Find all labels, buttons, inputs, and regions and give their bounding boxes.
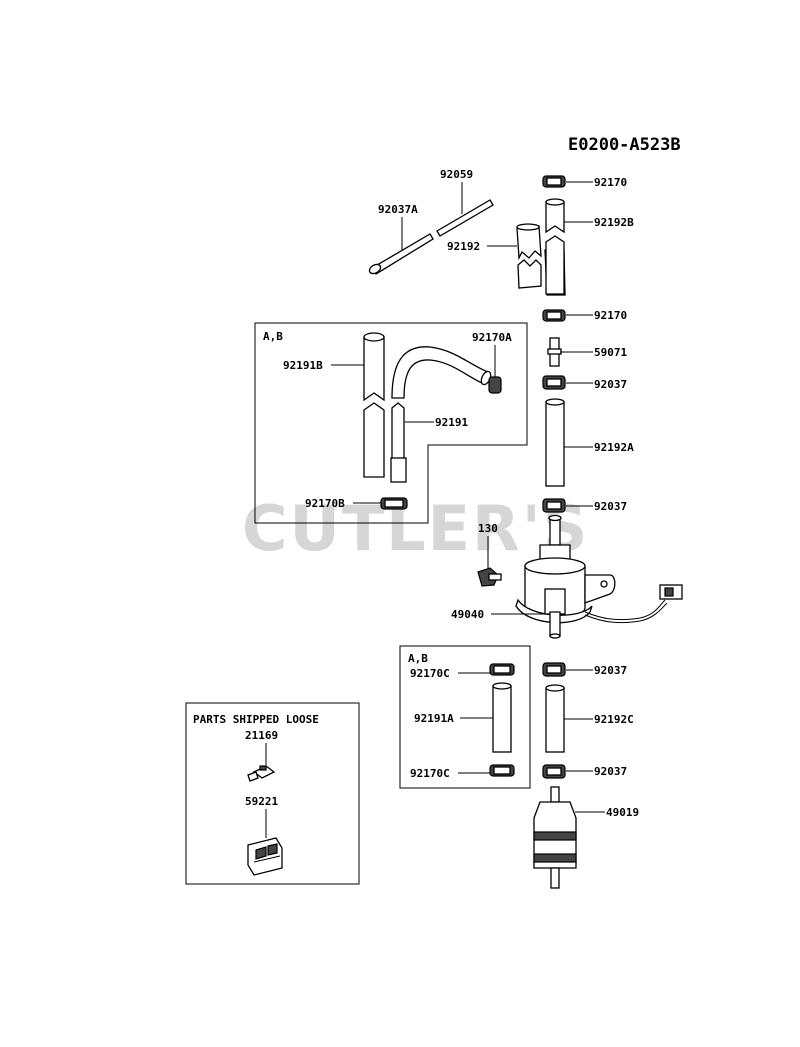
part-21169-terminal [247,765,276,782]
label-92192a: 92192A [594,441,634,454]
label-92037a: 92037A [378,203,418,216]
label-92037-3: 92037 [594,664,627,677]
group-label-parts-loose: PARTS SHIPPED LOOSE [193,713,319,726]
watermark: CUTLER'S [242,492,589,565]
label-92170a: 92170A [472,331,512,344]
label-92170-2: 92170 [594,309,627,322]
label-59221: 59221 [245,795,278,808]
label-130: 130 [478,522,498,535]
label-21169: 21169 [245,729,278,742]
part-92170c-clamp-2 [489,764,515,777]
label-92037-1: 92037 [594,378,627,391]
label-92170b: 92170B [305,497,345,510]
part-49040-fuel-pump [515,514,683,639]
part-92037-clamp-1 [542,375,566,390]
label-92191: 92191 [435,416,468,429]
label-49040: 49040 [451,608,484,621]
part-92059-tube [436,199,494,237]
label-49019: 49019 [606,806,639,819]
part-92192a-hose [545,398,565,487]
label-92170-top: 92170 [594,176,627,189]
part-59071-fitting [547,337,562,367]
part-92192c-hose [545,684,565,753]
part-92037-clamp-2 [542,498,566,513]
part-59221-connector [247,837,283,876]
label-92192: 92192 [447,240,480,253]
label-92170c-2: 92170C [410,767,450,780]
part-49019-fuel-filter [533,786,577,889]
label-92192b: 92192B [594,216,634,229]
group-box-parts-loose [185,702,360,885]
part-92191b-hose [363,332,385,478]
part-92037-clamp-3 [542,662,566,677]
diagram-code: E0200-A523B [568,135,681,155]
part-92037a-tube [368,233,434,275]
label-92191a: 92191A [414,712,454,725]
label-59071: 59071 [594,346,627,359]
label-92037-4: 92037 [594,765,627,778]
part-92170a-clamp [488,376,502,394]
part-130-bolt [477,567,502,587]
part-92191a-hose [492,682,512,753]
group-box-ab-lower [399,645,531,789]
group-label-ab-upper: A,B [263,330,283,343]
part-92037-clamp-4 [542,764,566,779]
label-92059: 92059 [440,168,473,181]
part-92170c-clamp-1 [489,663,515,676]
part-92170b-clamp [380,497,408,510]
part-92170-clamp-2 [542,309,566,322]
group-box-ab-upper [254,322,528,524]
part-92170-clamp-top [542,175,566,188]
part-92192b-hose [545,198,565,295]
label-92192c: 92192C [594,713,634,726]
part-92191-hose [390,346,492,483]
label-92191b: 92191B [283,359,323,372]
group-label-ab-lower: A,B [408,652,428,665]
label-92037-2: 92037 [594,500,627,513]
label-92170c-1: 92170C [410,667,450,680]
